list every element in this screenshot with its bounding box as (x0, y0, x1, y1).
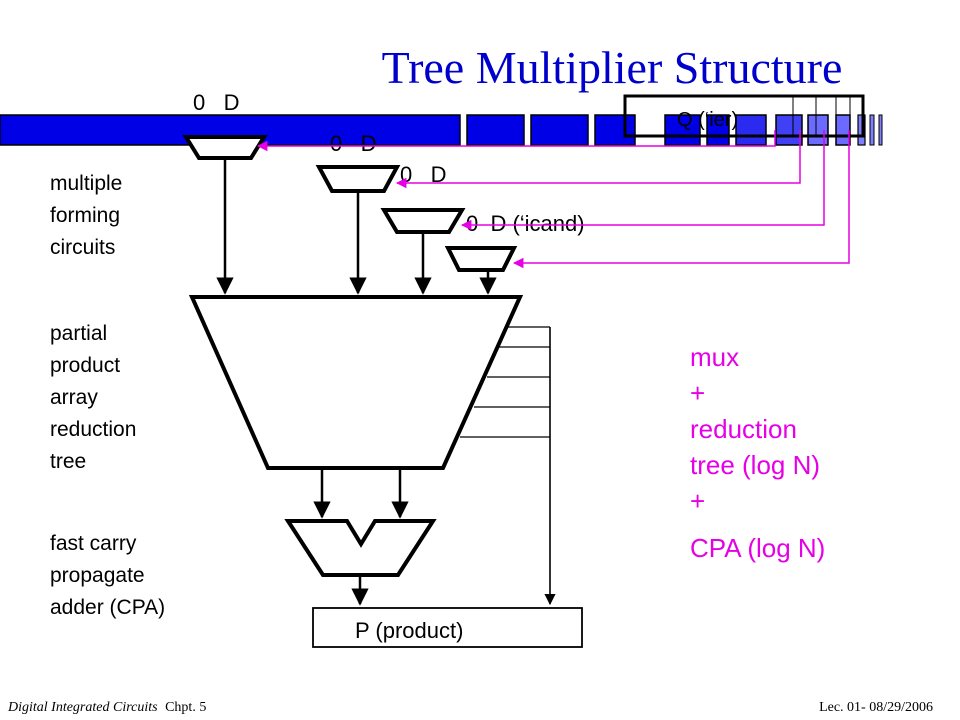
label-multiple-forming: multiple forming circuits (50, 172, 128, 259)
label-cpa: fast carry propagate adder (CPA) (50, 532, 165, 619)
label-reduction-tree: partial product array reduction tree (50, 322, 142, 473)
mux-1 (182, 135, 268, 160)
footer-lecture: Lec. 01- 08/29/2006 (819, 700, 933, 715)
tree-to-cpa-arrows (313, 470, 409, 519)
mux-4-inputs-label: 0 D (‘icand) (466, 211, 585, 236)
mux-2-inputs-label: 0 D (330, 131, 376, 156)
mux-1-inputs-label: 0 D (193, 90, 239, 115)
tree-side-outputs (460, 326, 556, 606)
mux-4 (444, 246, 518, 272)
footer-course: Digital Integrated Circuits Chpt. 5 (7, 700, 206, 715)
multiplier-register (623, 94, 865, 138)
product-register (312, 607, 583, 648)
complexity-annotation: mux + reduction tree (log N) + CPA (log … (690, 342, 827, 563)
multiplier-label: Q (‘ier) (677, 109, 738, 131)
partial-product-arrows (216, 158, 497, 295)
select-lines (256, 130, 850, 269)
reduction-tree (188, 295, 524, 470)
cpa-adder (284, 519, 437, 577)
mux-3 (380, 208, 466, 234)
multiplicand-register-bar (0, 114, 883, 146)
mux-2 (315, 165, 401, 193)
slide-title: Tree Multiplier Structure (382, 42, 843, 93)
product-label: P (product) (355, 618, 463, 643)
